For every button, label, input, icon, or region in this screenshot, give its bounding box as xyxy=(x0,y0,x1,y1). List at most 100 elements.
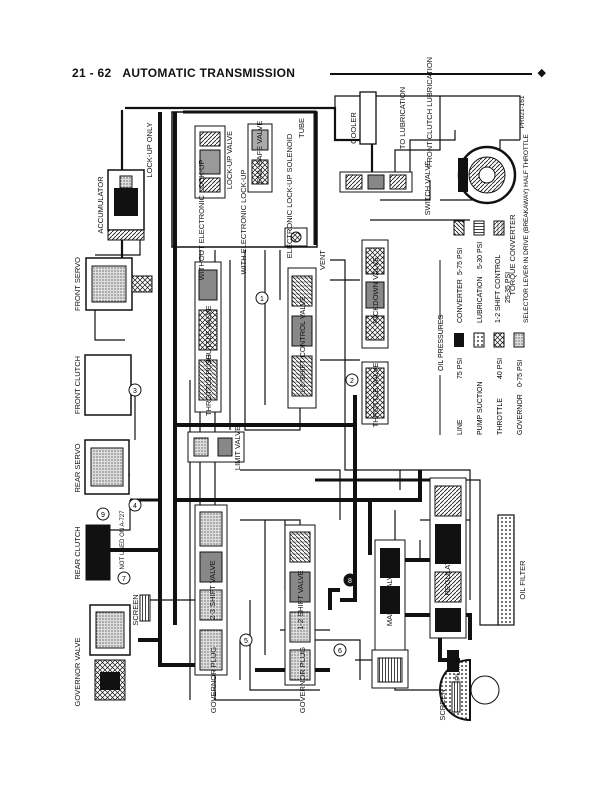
svg-text:3: 3 xyxy=(133,388,137,395)
cooler-label: COOLER xyxy=(349,112,358,144)
kickdown-valve xyxy=(361,239,389,349)
fail-safe-valve-label: FAIL-SAFE VALVE xyxy=(255,121,264,184)
rear-servo xyxy=(84,439,130,495)
governor-plug-label-1: GOVERNOR PLUG xyxy=(209,647,218,713)
to-lubrication-label: TO LUBRICATION xyxy=(398,87,407,149)
lockup-valve-label: LOCK-UP VALVE xyxy=(225,131,234,189)
svg-text:75 PSI: 75 PSI xyxy=(457,358,464,379)
page-number: 21 - 62 xyxy=(72,66,112,80)
legend-item-throttle: THROTTLE 40 PSI xyxy=(493,332,505,435)
svg-text:PUMP SUCTION: PUMP SUCTION xyxy=(477,381,484,435)
svg-text:CONVERTER: CONVERTER xyxy=(457,279,464,323)
shift-control-valve-label: 1-2 SHIFT CONTROL VALVE xyxy=(298,296,307,394)
tube-label: TUBE xyxy=(297,118,306,138)
legend-item-converter: CONVERTER 5-75 PSI xyxy=(453,220,465,323)
header-rule xyxy=(330,73,532,75)
circle-number-6: 6 xyxy=(333,643,347,657)
circle-number-4: 4 xyxy=(128,498,142,512)
svg-text:5-30 PSI: 5-30 PSI xyxy=(477,242,484,269)
not-used-label: NOT USED ON A-727 xyxy=(120,510,126,570)
throttle-valve-label: THROTTLE VALVE xyxy=(371,363,380,428)
oil-filter xyxy=(497,514,515,626)
limit-valve-label: LIMIT VALVE xyxy=(233,426,242,470)
pump-label: PUMP xyxy=(453,659,462,681)
regulator-valve xyxy=(429,477,467,639)
svg-text:4: 4 xyxy=(133,503,137,510)
figure-id: PR021-161 xyxy=(519,95,526,128)
rear-clutch xyxy=(85,524,111,581)
shift-23-label: 2-3 SHIFT VALVE xyxy=(208,560,217,620)
legend-item-line: LINE 75 PSI xyxy=(454,333,464,435)
torque-converter-label: TORQUE CONVERTER xyxy=(508,214,517,296)
oil-passages xyxy=(94,95,521,701)
accumulator-label: ACCUMULATOR xyxy=(96,176,105,234)
front-clutch-lubrication-label: FRONT CLUTCH LUBRICATION xyxy=(425,57,434,167)
screen-label-1: SCREEN xyxy=(131,594,140,625)
switch-valve-label: SWITCH VALVE xyxy=(423,161,432,216)
oil-filter-label: OIL FILTER xyxy=(518,560,527,600)
svg-text:5: 5 xyxy=(244,638,248,645)
svg-text:GOVERNOR: GOVERNOR xyxy=(517,394,524,435)
legend-item-pump-suction: PUMP SUCTION xyxy=(473,332,485,435)
cooler xyxy=(359,91,377,145)
section-title: AUTOMATIC TRANSMISSION xyxy=(122,66,296,80)
shift-12-label: 1-2 SHIFT VALVE xyxy=(296,570,305,630)
page-title: 21 - 62 AUTOMATIC TRANSMISSION xyxy=(72,66,295,80)
regulator-valve-label: REGULATOR VALVE xyxy=(443,524,452,595)
torque-converter xyxy=(457,145,517,205)
svg-text:8: 8 xyxy=(348,578,352,585)
svg-text:0-75 PSI: 0-75 PSI xyxy=(517,360,524,387)
svg-text:1-2 SHIFT CONTROL: 1-2 SHIFT CONTROL xyxy=(495,255,502,323)
circle-number-1: 1 xyxy=(255,291,269,305)
without-electronic-label: WITHOUT ELECTRONIC LOCK-UP xyxy=(197,160,206,281)
manual-valve-label: MANUAL VALVE xyxy=(385,570,394,626)
fail-safe-valve xyxy=(247,123,273,193)
governor-plug-label-2: GOVERNOR PLUG xyxy=(298,647,307,713)
circle-number-5: 5 xyxy=(239,633,253,647)
svg-text:25-35 PSI: 25-35 PSI xyxy=(505,272,512,303)
governor-valve-label: GOVERNOR VALVE xyxy=(73,638,82,707)
circle-number-8: 8 xyxy=(343,573,357,587)
header-end-mark: ◆ xyxy=(537,67,546,79)
rear-servo-label: REAR SERVO xyxy=(73,443,82,492)
shuttle-valve-label: SHUTTLE VALVE xyxy=(204,305,213,364)
svg-text:THROTTLE: THROTTLE xyxy=(497,398,504,435)
throttle-valve xyxy=(361,361,389,425)
1-2-shift-valve xyxy=(284,524,316,686)
screen-label-2: SCREEN xyxy=(438,689,447,720)
legend-item-governor: GOVERNOR 0-75 PSI xyxy=(513,332,525,435)
screen-pump xyxy=(451,681,461,713)
svg-text:6: 6 xyxy=(338,648,342,655)
electronic-lockup-solenoid xyxy=(284,227,308,247)
front-clutch-label: FRONT CLUTCH xyxy=(73,356,82,414)
vent-label: VENT xyxy=(318,250,327,270)
pump xyxy=(439,650,500,722)
front-clutch xyxy=(84,354,132,416)
governor-valve xyxy=(89,604,131,701)
lockup-only-label: LOCK-UP ONLY xyxy=(145,122,154,177)
rear-clutch-label: REAR CLUTCH xyxy=(73,526,82,579)
circle-number-9: 9 xyxy=(96,507,110,521)
legend-condition: SELECTOR LEVER IN DRIVE (BREAKAWAY) HALF… xyxy=(523,134,530,323)
shuttle-valve xyxy=(194,261,222,413)
svg-text:LUBRICATION: LUBRICATION xyxy=(477,276,484,323)
electronic-solenoid-label: ELECTRONIC LOCK-UP SOLENOID xyxy=(285,133,294,258)
svg-text:5-75 PSI: 5-75 PSI xyxy=(457,248,464,275)
throttle-plug-label: THROTTLE PLUG xyxy=(204,354,213,416)
svg-text:9: 9 xyxy=(101,512,105,519)
legend-item-lubrication: LUBRICATION 5-30 PSI xyxy=(473,220,485,323)
2-3-shift-valve xyxy=(194,504,228,676)
shift-control-valve xyxy=(287,267,317,409)
lockup-region-box xyxy=(171,111,318,248)
limit-valve xyxy=(187,431,245,463)
svg-text:7: 7 xyxy=(122,576,126,583)
circle-number-3: 3 xyxy=(128,383,142,397)
front-servo xyxy=(85,257,153,311)
kickdown-valve-label: KICKDOWN VALVE xyxy=(371,257,380,323)
circle-number-2: 2 xyxy=(345,373,359,387)
with-electronic-label: WITH ELECTRONIC LOCK-UP xyxy=(239,169,248,274)
screen-governor-line xyxy=(139,594,151,622)
svg-text:40 PSI: 40 PSI xyxy=(497,358,504,379)
manual-valve xyxy=(371,539,409,689)
circle-number-7: 7 xyxy=(117,571,131,585)
